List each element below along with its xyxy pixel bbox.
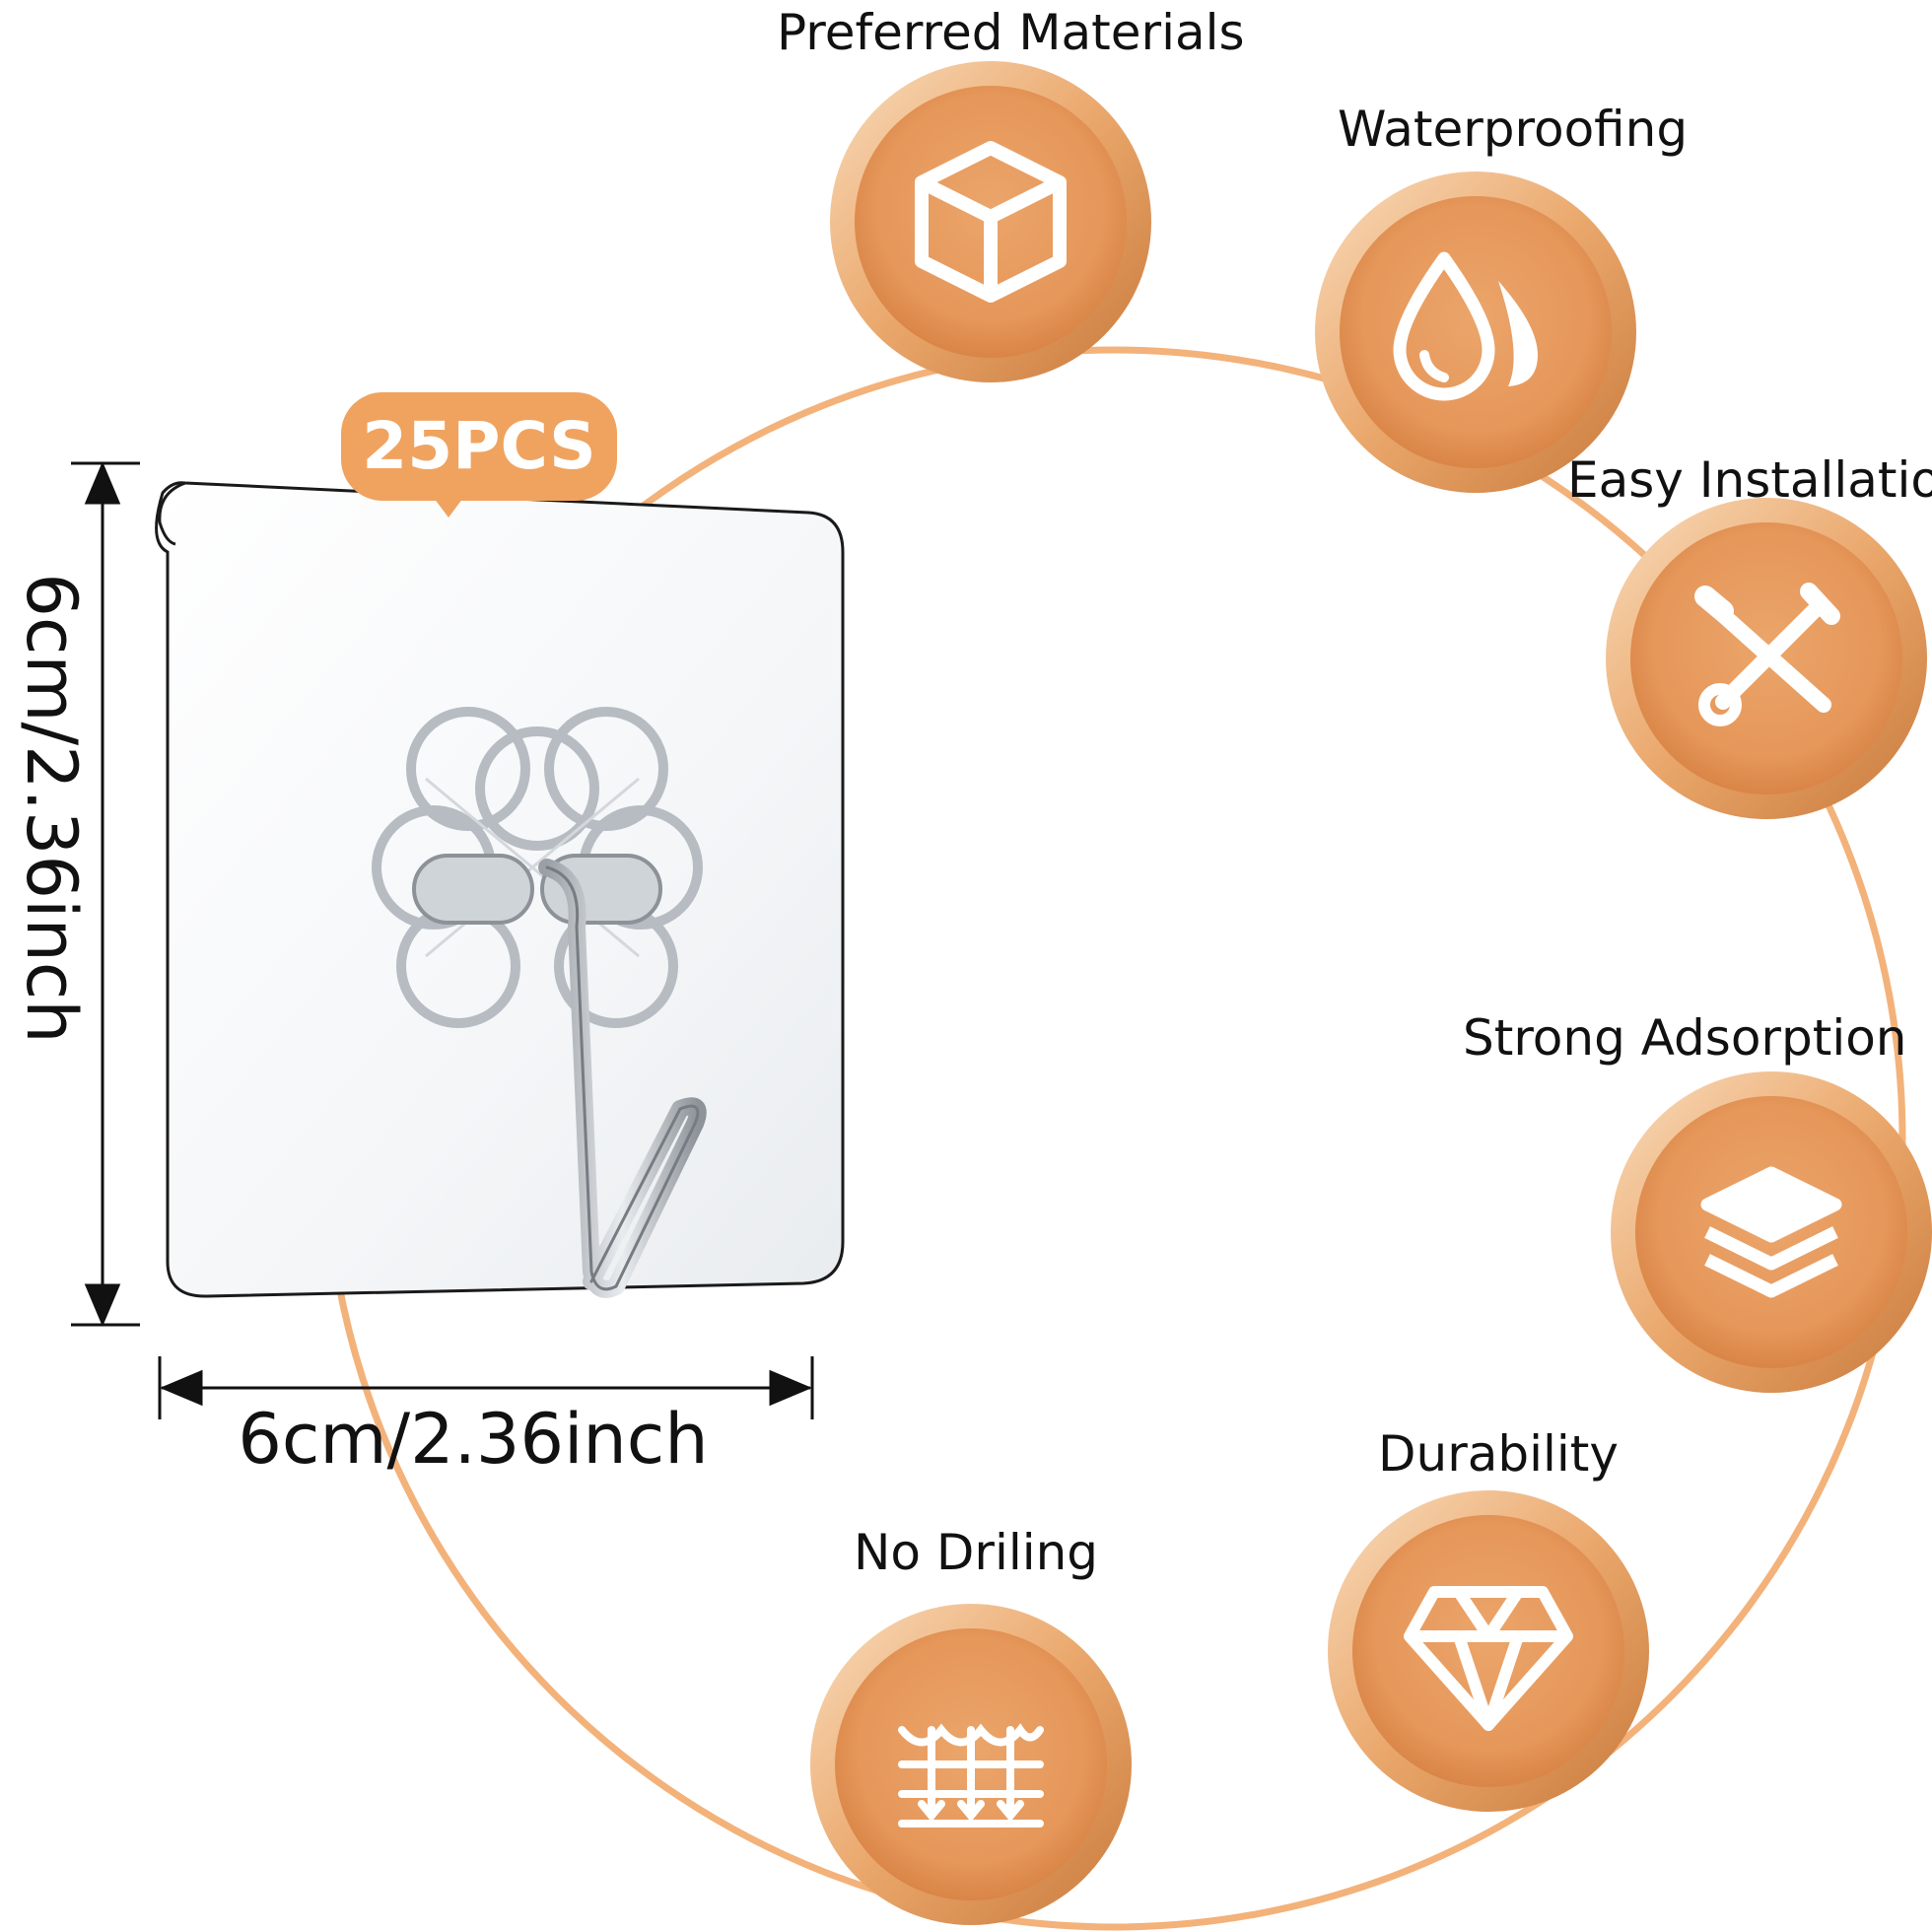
cube-icon bbox=[915, 141, 1067, 303]
layers-icon bbox=[1700, 1166, 1842, 1298]
feature-disc-strong-adsorption bbox=[1611, 1071, 1932, 1393]
feature-disc-waterproofing bbox=[1315, 172, 1636, 493]
label-preferred-materials: Preferred Materials bbox=[777, 4, 1245, 61]
label-durability: Durability bbox=[1378, 1425, 1619, 1483]
quantity-badge bbox=[341, 392, 617, 518]
tools-icon bbox=[1694, 583, 1840, 726]
height-label: 6cm/2.36inch bbox=[11, 573, 92, 1044]
label-no-drilling: No Driling bbox=[854, 1524, 1099, 1581]
badge-label: 25PCS bbox=[362, 408, 596, 484]
hook-product-image bbox=[155, 481, 845, 1298]
feature-disc-easy-installation bbox=[1606, 498, 1927, 819]
label-strong-adsorption: Strong Adsorption bbox=[1463, 1009, 1907, 1067]
water-drop-icon bbox=[1393, 251, 1538, 401]
width-label: 6cm/2.36inch bbox=[238, 1399, 709, 1480]
label-easy-installation: Easy Installation bbox=[1567, 451, 1932, 509]
label-waterproofing: Waterproofing bbox=[1338, 101, 1689, 158]
no-drilling-icon bbox=[898, 1723, 1044, 1828]
width-dimension-arrow bbox=[158, 1356, 814, 1419]
height-dimension-arrow bbox=[71, 461, 140, 1327]
feature-disc-durability bbox=[1328, 1490, 1649, 1812]
feature-disc-preferred-materials bbox=[830, 61, 1151, 382]
diamond-icon bbox=[1404, 1586, 1573, 1731]
feature-disc-no-drilling bbox=[810, 1604, 1132, 1925]
